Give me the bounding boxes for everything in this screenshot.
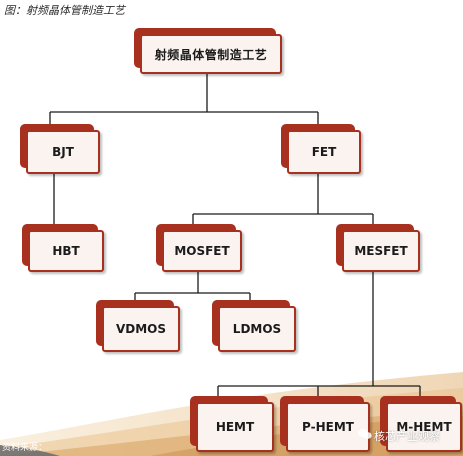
source-note: 资料来源： <box>2 443 48 453</box>
node-mesfet: MESFET <box>336 224 420 272</box>
wechat-icon <box>358 429 372 439</box>
node-fet-label: FET <box>287 130 361 174</box>
node-bjt-label: BJT <box>26 130 100 174</box>
node-hbt: HBT <box>22 224 104 272</box>
node-vdmos: VDMOS <box>96 300 180 352</box>
figure-caption: 图：射频晶体管制造工艺 <box>4 4 125 17</box>
node-mosfet: MOSFET <box>156 224 242 272</box>
node-mhemt: M-HEMT <box>380 396 462 452</box>
node-phemt-label: P-HEMT <box>286 402 370 452</box>
node-hemt: HEMT <box>190 396 274 452</box>
node-ldmos: LDMOS <box>212 300 296 352</box>
node-phemt: P-HEMT <box>280 396 370 452</box>
node-hbt-label: HBT <box>28 230 104 272</box>
node-mesfet-label: MESFET <box>342 230 420 272</box>
node-root-label: 射频晶体管制造工艺 <box>140 34 282 74</box>
node-fet: FET <box>281 124 361 174</box>
watermark-text: 核芯产业观察 <box>374 430 440 443</box>
node-root: 射频晶体管制造工艺 <box>134 28 282 74</box>
node-hemt-label: HEMT <box>196 402 274 452</box>
node-bjt: BJT <box>20 124 100 174</box>
node-vdmos-label: VDMOS <box>102 306 180 352</box>
node-mosfet-label: MOSFET <box>162 230 242 272</box>
node-mhemt-label: M-HEMT <box>386 402 462 452</box>
node-ldmos-label: LDMOS <box>218 306 296 352</box>
